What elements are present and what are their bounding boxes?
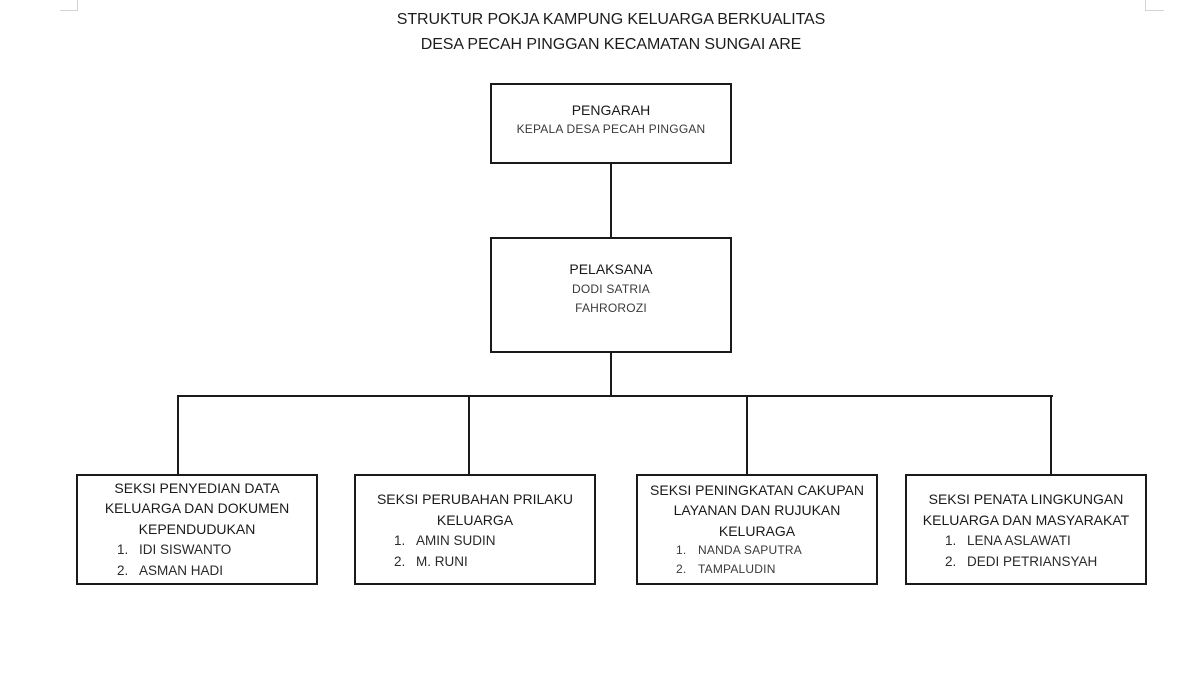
seksi-title: SEKSI PENINGKATAN CAKUPAN LAYANAN DAN RU… bbox=[644, 480, 870, 542]
member-item: 2. DEDI PETRIANSYAH bbox=[945, 551, 1139, 572]
member-item: 2. ASMAN HADI bbox=[117, 560, 310, 581]
seksi-title: SEKSI PERUBAHAN PRILAKU KELUARGA bbox=[362, 489, 588, 530]
member-number: 2. bbox=[117, 563, 129, 579]
member-list: 1. IDI SISWANTO 2. ASMAN HADI bbox=[84, 539, 310, 581]
connector-horizontal-bus bbox=[177, 395, 1053, 397]
pelaksana-role: PELAKSANA bbox=[569, 260, 653, 277]
connector-drop-seksi-1 bbox=[177, 395, 179, 475]
member-number: 1. bbox=[117, 542, 129, 558]
member-item: 1. AMIN SUDIN bbox=[394, 530, 588, 551]
member-name: AMIN SUDIN bbox=[416, 533, 496, 548]
document-title: STRUKTUR POKJA KAMPUNG KELUARGA BERKUALI… bbox=[396, 11, 826, 28]
member-number: 1. bbox=[945, 533, 957, 548]
member-number: 1. bbox=[394, 533, 406, 548]
page-corner-mark-right bbox=[1145, 0, 1164, 11]
seksi-box-perubahan-prilaku: SEKSI PERUBAHAN PRILAKU KELUARGA 1. AMIN… bbox=[354, 474, 596, 585]
member-name: ASMAN HADI bbox=[139, 563, 224, 579]
member-name: TAMPALUDIN bbox=[698, 562, 776, 577]
seksi-title-line: KELURAGA bbox=[718, 522, 796, 539]
pelaksana-box: PELAKSANA DODI SATRIA FAHROROZI bbox=[490, 237, 732, 353]
member-name: LENA ASLAWATI bbox=[967, 533, 1071, 548]
seksi-box-penyedian-data: SEKSI PENYEDIAN DATA KELUARGA DAN DOKUME… bbox=[76, 474, 318, 585]
connector-drop-seksi-3 bbox=[746, 395, 748, 475]
member-number: 1. bbox=[676, 543, 687, 558]
connector-drop-seksi-4 bbox=[1050, 395, 1052, 475]
member-item: 1. LENA ASLAWATI bbox=[945, 530, 1139, 551]
member-number: 2. bbox=[676, 562, 687, 577]
seksi-box-penata-lingkungan: SEKSI PENATA LINGKUNGAN KELUARGA DAN MAS… bbox=[905, 474, 1147, 585]
seksi-title-line: KELUARGA DAN DOKUMEN bbox=[104, 500, 290, 517]
seksi-title-line: SEKSI PENINGKATAN CAKUPAN bbox=[650, 481, 864, 498]
pelaksana-holder-line-2: FAHROROZI bbox=[575, 300, 647, 315]
member-item: 2. TAMPALUDIN bbox=[676, 560, 870, 579]
seksi-title-line: KEPENDUDUKAN bbox=[138, 520, 256, 537]
member-list: 1. LENA ASLAWATI 2. DEDI PETRIANSYAH bbox=[913, 530, 1139, 572]
pengarah-holder: KEPALA DESA PECAH PINGGAN bbox=[516, 122, 706, 136]
member-number: 2. bbox=[394, 554, 406, 569]
member-name: DEDI PETRIANSYAH bbox=[967, 554, 1098, 569]
seksi-title-line: SEKSI PERUBAHAN PRILAKU bbox=[376, 491, 574, 507]
pengarah-box: PENGARAH KEPALA DESA PECAH PINGGAN bbox=[490, 83, 732, 164]
seksi-title-line: LAYANAN DAN RUJUKAN bbox=[673, 502, 841, 519]
member-name: NANDA SAPUTRA bbox=[698, 543, 802, 558]
connector-drop-seksi-2 bbox=[468, 395, 470, 475]
seksi-title: SEKSI PENYEDIAN DATA KELUARGA DAN DOKUME… bbox=[84, 478, 310, 540]
seksi-title: SEKSI PENATA LINGKUNGAN KELUARGA DAN MAS… bbox=[913, 489, 1139, 530]
seksi-title-line: SEKSI PENATA LINGKUNGAN bbox=[928, 491, 1124, 507]
member-item: 1. NANDA SAPUTRA bbox=[676, 541, 870, 560]
pengarah-role: PENGARAH bbox=[571, 102, 651, 118]
connector-pelaksana-bus bbox=[610, 352, 612, 397]
member-number: 2. bbox=[945, 554, 957, 569]
seksi-title-line: KELUARGA bbox=[436, 511, 514, 528]
member-list: 1. AMIN SUDIN 2. M. RUNI bbox=[362, 530, 588, 572]
member-name: IDI SISWANTO bbox=[139, 542, 232, 558]
member-name: M. RUNI bbox=[416, 554, 468, 569]
document-subtitle: DESA PECAH PINGGAN KECAMATAN SUNGAI ARE bbox=[420, 36, 802, 53]
member-item: 1. IDI SISWANTO bbox=[117, 539, 310, 560]
member-list: 1. NANDA SAPUTRA 2. TAMPALUDIN bbox=[644, 541, 870, 579]
seksi-box-peningkatan-cakupan: SEKSI PENINGKATAN CAKUPAN LAYANAN DAN RU… bbox=[636, 474, 878, 585]
pelaksana-holder-line-1: DODI SATRIA bbox=[572, 281, 650, 296]
seksi-title-line: SEKSI PENYEDIAN DATA bbox=[114, 479, 280, 496]
connector-pengarah-pelaksana bbox=[610, 163, 612, 238]
member-item: 2. M. RUNI bbox=[394, 551, 588, 572]
page-corner-mark-left bbox=[60, 0, 78, 11]
seksi-title-line: KELUARGA DAN MASYARAKAT bbox=[922, 511, 1130, 528]
